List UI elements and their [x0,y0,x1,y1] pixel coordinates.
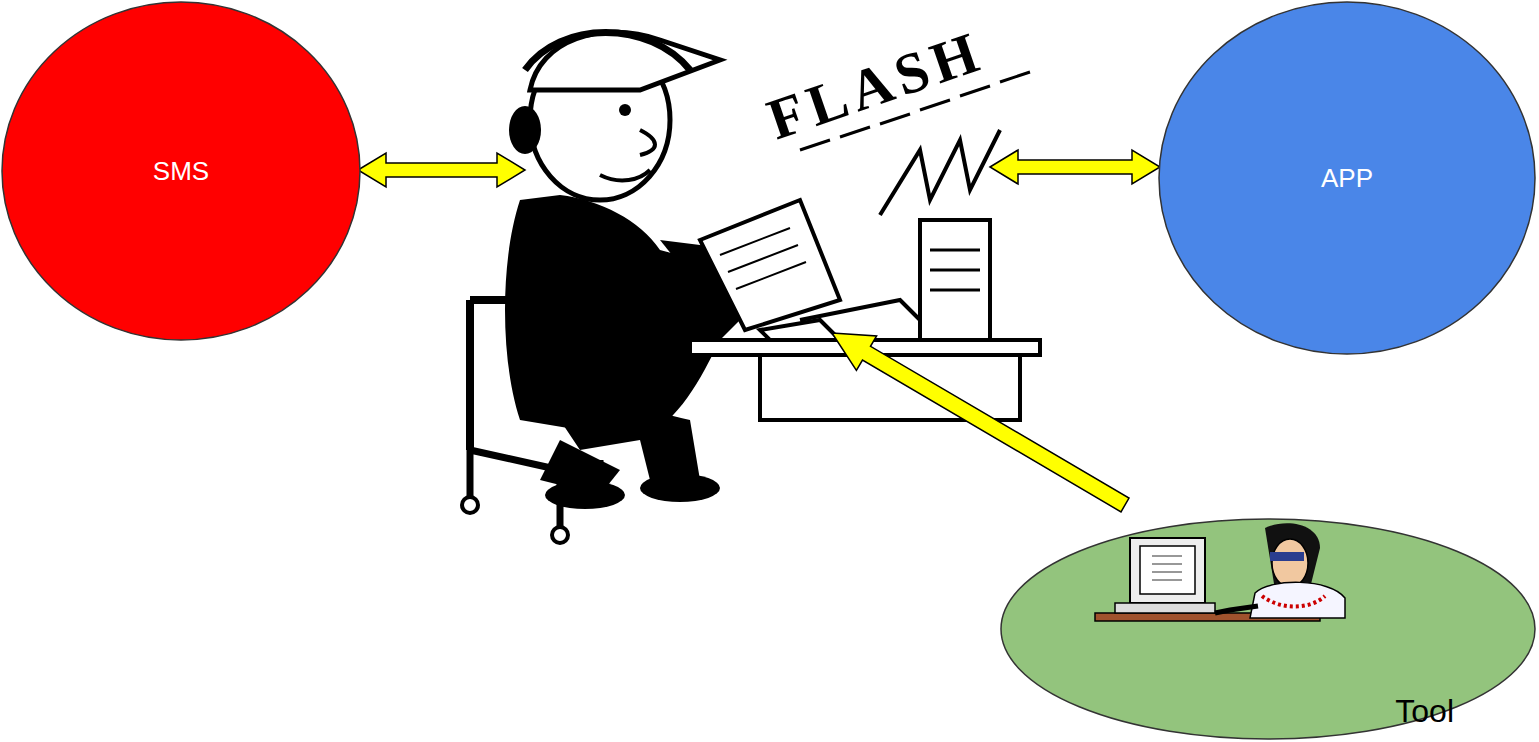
double-arrow [990,150,1160,184]
node-shape: APP [1158,1,1536,355]
node-label: APP [1321,163,1373,194]
node-shape: Tool [1000,518,1536,740]
flash-text: FLASH [759,17,992,153]
node-shape: SMS [1,1,361,341]
ellipse-outline [1000,518,1536,740]
node-label: SMS [153,156,209,187]
double-arrow [358,153,525,187]
node-label: Tool [1395,693,1454,730]
single-arrow [832,333,1129,512]
